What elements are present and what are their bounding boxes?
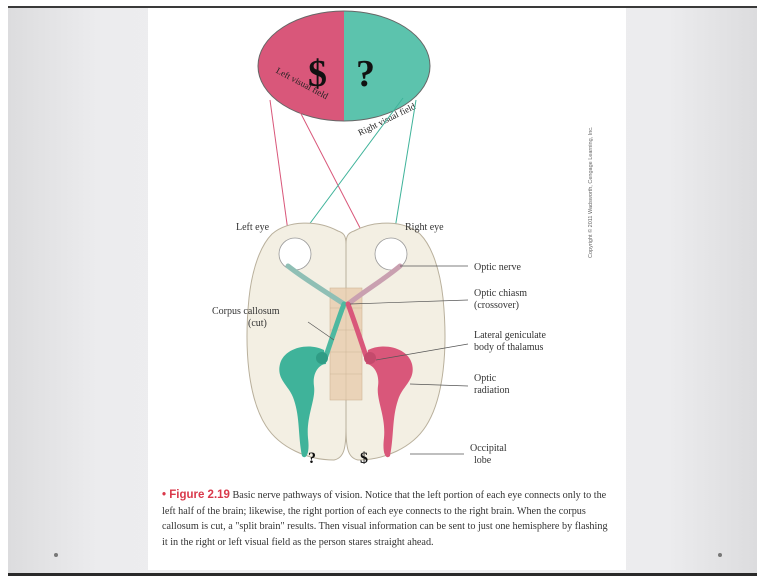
left-eyeball	[279, 238, 311, 270]
left-bullet-dot	[54, 553, 58, 557]
occipital-lobe-sublabel: lobe	[474, 455, 492, 466]
question-symbol: ?	[356, 53, 375, 95]
copyright-notice: Copyright © 2011 Wadsworth, Cengage Lear…	[588, 48, 594, 258]
right-hemisphere-symbol: $	[360, 450, 368, 467]
optic-nerve-label: Optic nerve	[474, 262, 521, 273]
left-hemisphere-symbol: ?	[308, 450, 316, 467]
occipital-lobe-label: Occipital	[470, 443, 507, 454]
optic-chiasm-sublabel: (crossover)	[474, 300, 519, 311]
optic-chiasm-label: Optic chiasm	[474, 288, 527, 299]
textbook-page: $ ? Left visual field Right visual field	[148, 8, 626, 570]
right-bullet-dot	[718, 553, 722, 557]
visual-pathway-diagram: $ ? Left visual field Right visual field	[148, 8, 626, 483]
corpus-callosum-sublabel: (cut)	[248, 318, 267, 329]
brain	[247, 223, 445, 460]
figure-caption: • Figure 2.19 Basic nerve pathways of vi…	[162, 488, 612, 550]
lateral-geniculate-sublabel: body of thalamus	[474, 342, 544, 353]
left-eye-label: Left eye	[236, 222, 270, 233]
lateral-geniculate-label: Lateral geniculate	[474, 330, 546, 341]
optic-radiation-label: Optic	[474, 373, 497, 384]
right-eye-label: Right eye	[405, 222, 444, 233]
optic-radiation-sublabel: radiation	[474, 385, 510, 396]
corpus-callosum-label: Corpus callosum	[212, 306, 280, 317]
figure-number: • Figure 2.19	[162, 489, 230, 501]
